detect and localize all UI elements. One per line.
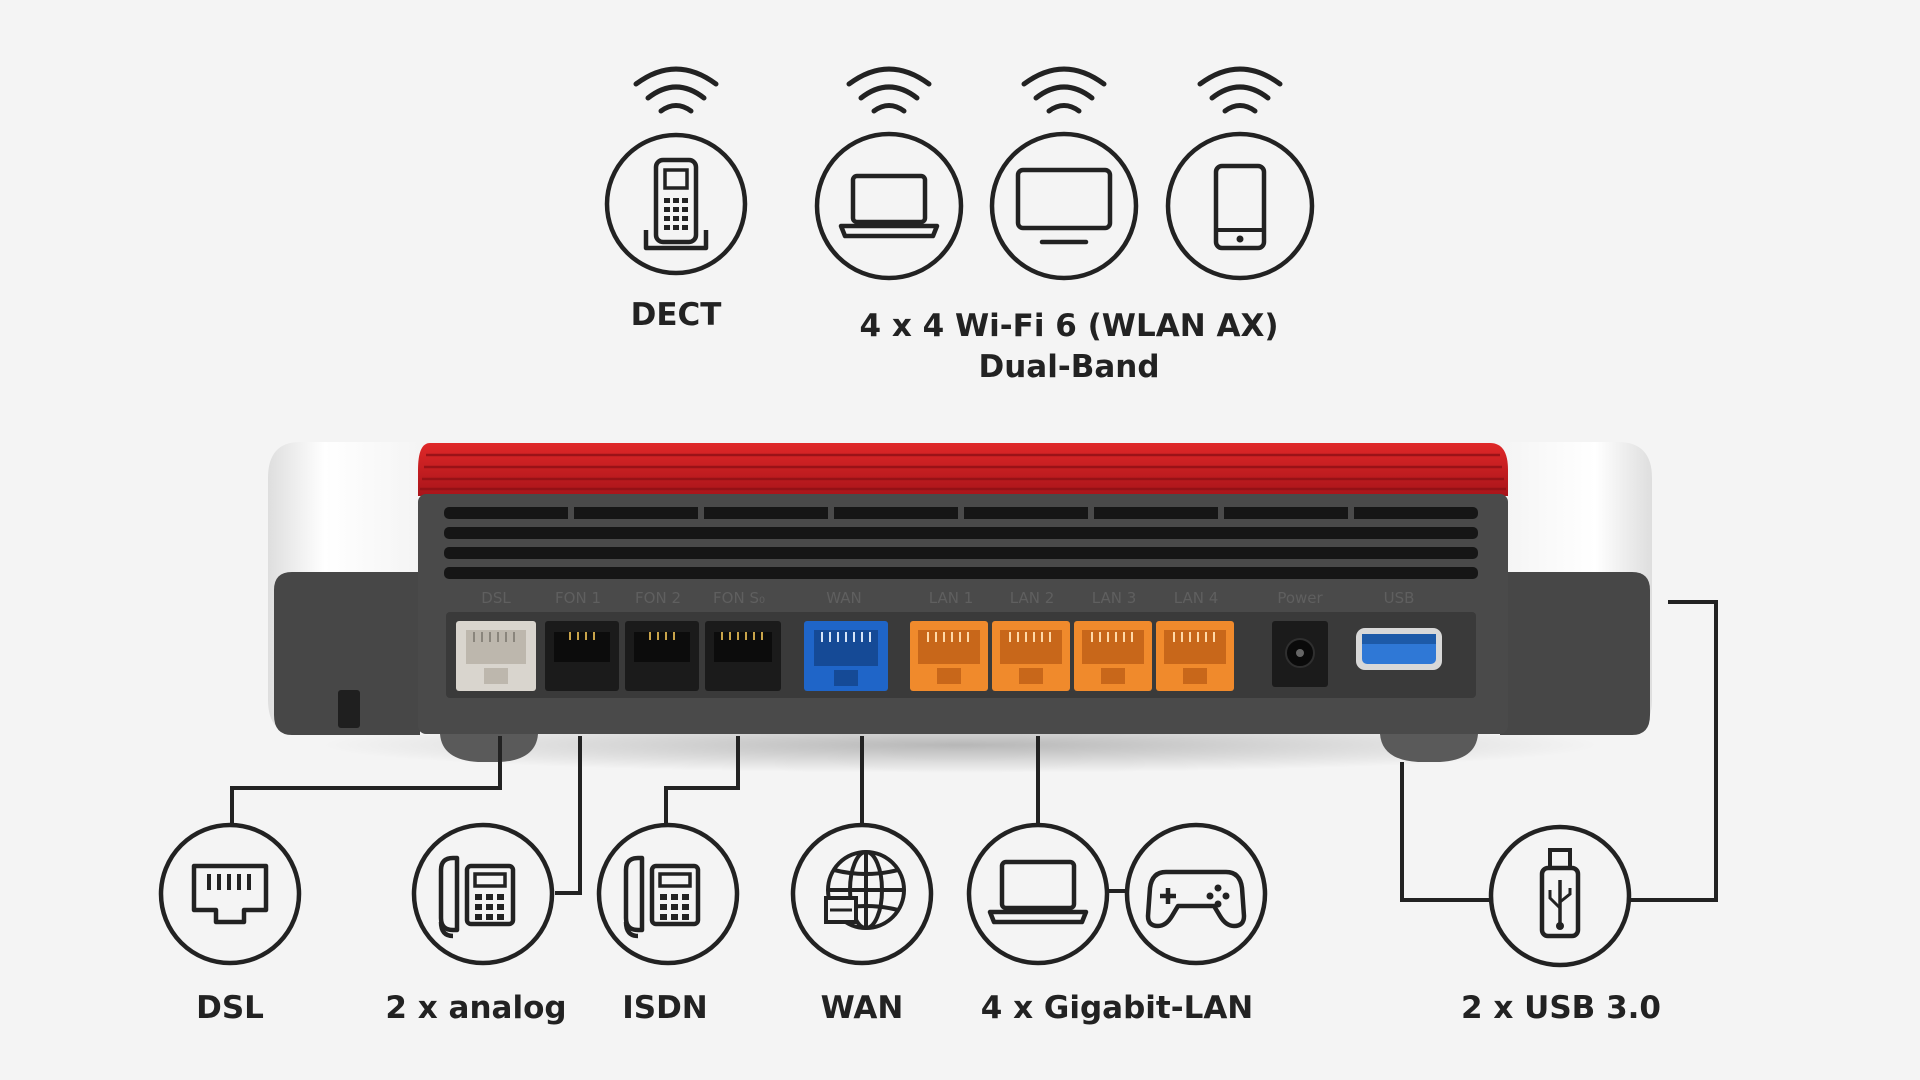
lan3-port[interactable] [1074,621,1152,691]
dect-label: DECT [631,297,722,333]
dsl-label: DSL [196,990,264,1026]
wan-label: WAN [821,990,904,1026]
monitor-circle [989,131,1139,281]
usb-connection: 2 x USB 3.0 [1461,824,1661,1026]
wifi-signal-icon [1200,69,1280,111]
router-vents [444,505,1478,579]
usb-port[interactable] [1356,628,1442,670]
port-label-lan4: LAN 4 [1174,589,1219,607]
usb-label: 2 x USB 3.0 [1461,990,1661,1026]
dsl-line [230,736,502,828]
port-label-fon1: FON 1 [555,589,601,607]
lan-connection: 4 x Gigabit-LAN [966,822,1268,1026]
router-side-button [338,690,360,728]
wifi-label-line2: Dual-Band [978,349,1159,385]
port-label-lan2: LAN 2 [1010,589,1055,607]
lan-laptop-circle [966,822,1110,966]
cordless-phone-icon [643,157,709,251]
analog-connection: 2 x analog [385,822,567,1026]
router-right-bracket [1500,572,1650,735]
smartphone-circle [1165,131,1315,281]
router-foot-right [1380,734,1478,762]
globe-network-icon [824,850,906,930]
wifi-devices: 4 x 4 Wi-Fi 6 (WLAN AX) Dual-Band [814,69,1315,385]
router-foot-left [440,734,538,762]
isdn-connection: ISDN [596,822,740,1026]
fon2-port[interactable] [625,621,699,691]
usb-line-outer [1630,600,1718,902]
laptop-icon [841,176,937,236]
wifi-signal-icon [849,69,929,111]
isdn-label: ISDN [622,990,708,1026]
gamepad-icon [1145,869,1247,929]
wifi-signal-icon [636,69,716,111]
isdn-circle [596,822,740,966]
usb-line-inner [1400,762,1490,902]
wifi-label-line1: 4 x 4 Wi-Fi 6 (WLAN AX) [859,308,1278,344]
dect-device: DECT [604,69,748,333]
connection-lines [230,600,1718,902]
wifi-signal-icon [1024,69,1104,111]
laptop-circle [814,131,964,281]
isdn-line [664,736,740,826]
power-socket[interactable] [1272,621,1328,687]
port-label-power: Power [1277,589,1323,607]
port-label-usb: USB [1384,589,1415,607]
router-left-bracket [274,572,420,735]
lan4-port[interactable] [1156,621,1234,691]
dect-circle [604,132,748,276]
dsl-circle [158,822,302,966]
lan2-port[interactable] [992,621,1070,691]
lan-gamepad-circle [1124,822,1268,966]
port-label-fon-s0: FON S₀ [713,589,765,607]
port-label-lan1: LAN 1 [929,589,974,607]
wan-connection: WAN [790,822,934,1026]
fon-s0-port[interactable] [705,621,781,691]
port-label-lan3: LAN 3 [1092,589,1137,607]
port-label-wan: WAN [826,589,862,607]
dsl-port[interactable] [456,621,536,691]
fon1-port[interactable] [545,621,619,691]
router-port-labels: DSL FON 1 FON 2 FON S₀ WAN LAN 1 LAN 2 L… [481,589,1414,607]
router: DSL FON 1 FON 2 FON S₀ WAN LAN 1 LAN 2 L… [268,442,1652,773]
analog-label: 2 x analog [385,990,566,1026]
monitor-icon [1015,167,1113,245]
dsl-connection: DSL [158,822,302,1026]
wan-circle [790,822,934,966]
smartphone-icon [1213,163,1267,251]
lan1-port[interactable] [910,621,988,691]
ethernet-port-icon [191,863,269,925]
wan-port[interactable] [804,621,888,691]
port-label-fon2: FON 2 [635,589,681,607]
lan-label: 4 x Gigabit-LAN [981,990,1254,1026]
port-label-dsl: DSL [481,589,511,607]
usb-stick-icon [1539,848,1581,939]
analog-circle [411,822,555,966]
analog-line [555,736,582,895]
